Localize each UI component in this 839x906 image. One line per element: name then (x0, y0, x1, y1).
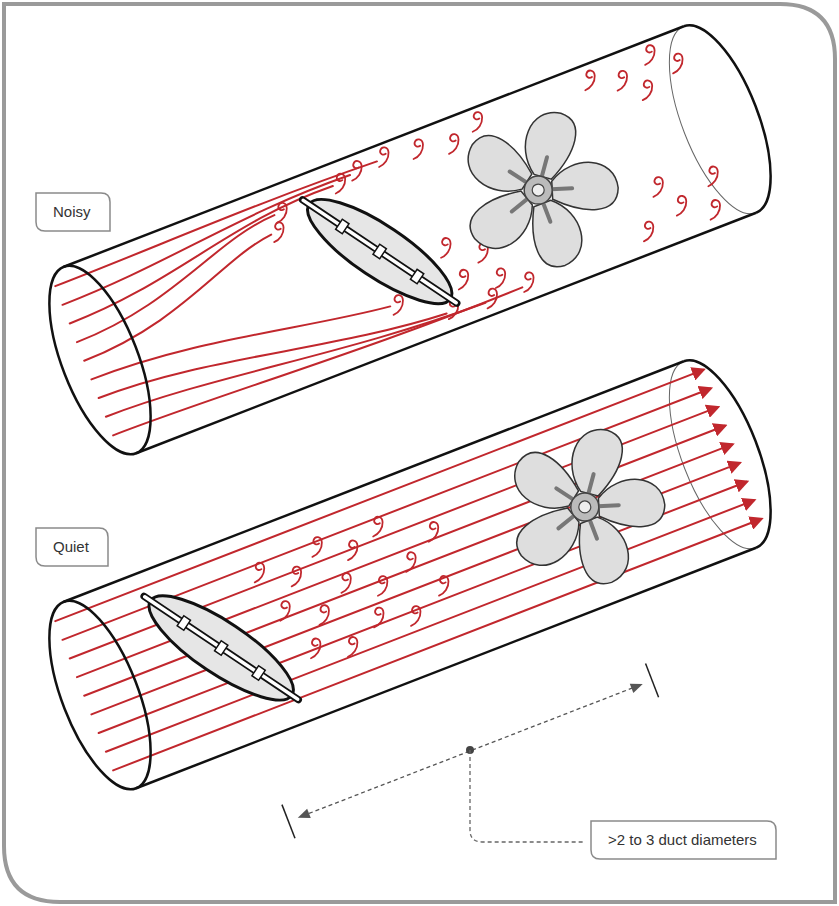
eddy-curl (330, 173, 350, 194)
eddy-curl (372, 575, 392, 596)
eddy-curl (373, 146, 393, 167)
eddy-curl (443, 133, 463, 154)
label-tab: >2 to 3 duct diameters (590, 820, 777, 860)
airflow-lines (55, 370, 761, 771)
duct-far-rim (684, 348, 792, 548)
duct-wall-line (64, 361, 684, 601)
fan (457, 106, 619, 273)
eddy-curl (367, 516, 387, 537)
label-text: Quiet (53, 537, 91, 557)
turbulence-eddies (248, 495, 471, 679)
eddy-curl (705, 199, 725, 220)
eddy-curl (268, 221, 288, 242)
label-tab: Noisy (35, 192, 111, 232)
eddy-curl (423, 521, 443, 542)
eddy-curl (671, 195, 691, 216)
duct-wall-line (64, 26, 684, 266)
duct-far-end (648, 13, 791, 227)
noisy-duct (26, 6, 794, 473)
eddy-curl (274, 600, 294, 621)
eddy-curl (342, 636, 362, 657)
duct-near-end (28, 253, 171, 467)
eddy-curl (639, 44, 659, 65)
duct-near-end (28, 588, 171, 802)
airflow-line (91, 269, 390, 417)
tab-outline (36, 193, 110, 231)
outer-frame (4, 4, 835, 902)
tab-outline (36, 528, 108, 566)
dimension-arrowhead (630, 679, 645, 693)
eddy-curl (368, 606, 388, 627)
label-tab: Quiet (35, 527, 109, 567)
duct-wall-line (136, 213, 756, 453)
eddy-curl (271, 202, 291, 223)
eddy-curl (346, 160, 366, 181)
eddy-curl (490, 267, 510, 288)
duct-far-end (648, 348, 791, 562)
quiet-duct (26, 341, 829, 899)
duct-wall (28, 348, 791, 802)
label-text: >2 to 3 duct diameters (608, 830, 759, 850)
dimension-arrowhead (296, 809, 311, 823)
airflow-arrow (106, 500, 754, 751)
eddy-curl (481, 287, 501, 308)
duct-wall (28, 13, 791, 467)
eddy-curl (407, 138, 427, 159)
eddy-curl (647, 176, 667, 197)
eddy-curl (405, 605, 425, 626)
eddy-curl (286, 565, 306, 586)
eddy-curl (667, 52, 687, 73)
duct-wall-line (136, 548, 756, 788)
eddy-curl (518, 271, 538, 292)
damper (129, 575, 312, 722)
eddy-curl (702, 165, 722, 186)
duct-far-rim (684, 13, 792, 213)
tab-outline (591, 821, 776, 859)
airflow-arrow (113, 519, 761, 770)
eddy-curl (306, 536, 326, 557)
leader-line (470, 750, 584, 842)
eddy-curl (335, 572, 355, 593)
eddy-curl (387, 294, 407, 315)
eddy-curl (637, 79, 657, 100)
turbulence-eddies (256, 35, 741, 372)
eddy-curl (435, 237, 455, 258)
airflow-arrow (55, 370, 703, 621)
dimension-tick (646, 664, 659, 698)
eddy-curl (638, 220, 658, 241)
eddy-curl (305, 637, 325, 658)
fan (504, 423, 666, 590)
eddy-curl (453, 269, 473, 290)
eddy-curl (249, 562, 269, 583)
eddy-curl (400, 551, 420, 572)
label-text: Noisy (53, 202, 93, 222)
airflow-lines (54, 127, 522, 446)
damper (288, 178, 471, 325)
eddy-curl (579, 69, 599, 90)
eddy-curl (313, 604, 333, 625)
dimension-tick (282, 805, 295, 839)
eddy-curl (467, 111, 487, 132)
airflow-line (113, 278, 522, 445)
eddy-curl (612, 70, 632, 91)
eddy-curl (342, 539, 362, 560)
eddy-curl (433, 575, 453, 596)
